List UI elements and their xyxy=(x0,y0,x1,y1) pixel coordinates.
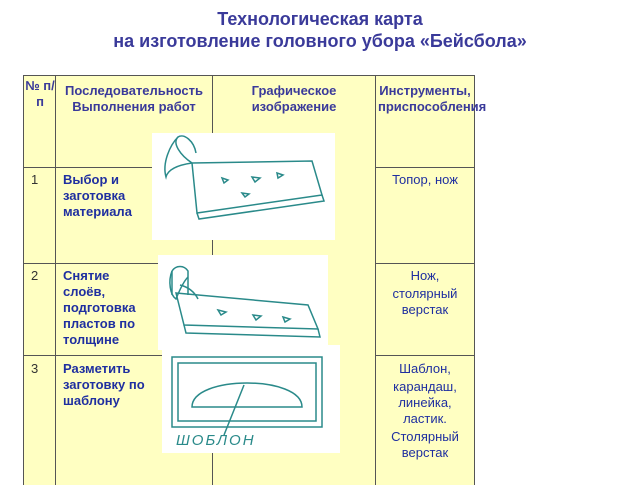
row-border-3b xyxy=(375,355,475,356)
title-line-1: Технологическая карта xyxy=(217,9,423,29)
row-1-step: Выбор и заготовка материала xyxy=(63,172,132,219)
row-2-tool-1: Нож, xyxy=(410,268,440,283)
header-graphic-text: Графическое изображение xyxy=(251,83,337,114)
layer-removal-drawing xyxy=(169,265,321,338)
row-2-num: 2 xyxy=(31,268,39,283)
sketch-template: ШОБЛОН xyxy=(162,345,340,453)
bark-peel-drawing xyxy=(164,135,325,220)
col-border-3 xyxy=(375,75,376,485)
header-steps-text: Последовательность Выполнения работ xyxy=(65,83,203,114)
row-2-step: Снятие слоёв, подготовка пластов по толщ… xyxy=(63,268,136,347)
page-title: Технологическая карта на изготовление го… xyxy=(0,8,640,52)
template-drawing: ШОБЛОН xyxy=(171,356,323,449)
col-border-left xyxy=(23,75,24,485)
header-tools: Инструменты, приспособления xyxy=(378,83,486,115)
row-border-2a xyxy=(23,263,213,264)
sketch-bark-layer xyxy=(152,133,335,240)
col-border-right xyxy=(474,75,475,485)
template-label: ШОБЛОН xyxy=(176,432,256,449)
header-num-text: № п/п xyxy=(25,78,55,109)
row-3-tool-3: Столярный верстак xyxy=(391,429,459,460)
title-line-2: на изготовление головного убора «Бейсбол… xyxy=(113,31,527,51)
row-border-2b xyxy=(375,263,475,264)
row-1-num: 1 xyxy=(31,172,39,187)
header-graphic: Графическое изображение xyxy=(216,83,372,115)
row-1-tools: Топор, нож xyxy=(378,172,472,190)
row-3-tool-2: карандаш, линейка, ластик. xyxy=(393,379,457,426)
row-3-tools: Шаблон, карандаш, линейка, ластик. Столя… xyxy=(378,361,472,463)
sketch-layer-removal xyxy=(158,255,328,350)
row-2-tool-2: столярный верстак xyxy=(392,286,458,317)
row-3-tool-1: Шаблон, xyxy=(399,361,451,376)
row-2-tools: Нож, столярный верстак xyxy=(378,268,472,320)
row-3-num: 3 xyxy=(31,361,39,376)
header-steps: Последовательность Выполнения работ xyxy=(59,83,209,115)
col-border-1 xyxy=(55,75,56,485)
row-1-tool-1: Топор, нож xyxy=(392,172,458,187)
row-3-step: Разметить заготовку по шаблону xyxy=(63,361,145,408)
header-num: № п/п xyxy=(25,78,55,110)
row-border-1a xyxy=(23,167,56,168)
row-border-1c xyxy=(375,167,475,168)
row-border-top xyxy=(23,75,475,76)
header-tools-text: Инструменты, приспособления xyxy=(378,83,487,114)
row-border-1b xyxy=(55,167,213,168)
row-border-3a xyxy=(23,355,213,356)
